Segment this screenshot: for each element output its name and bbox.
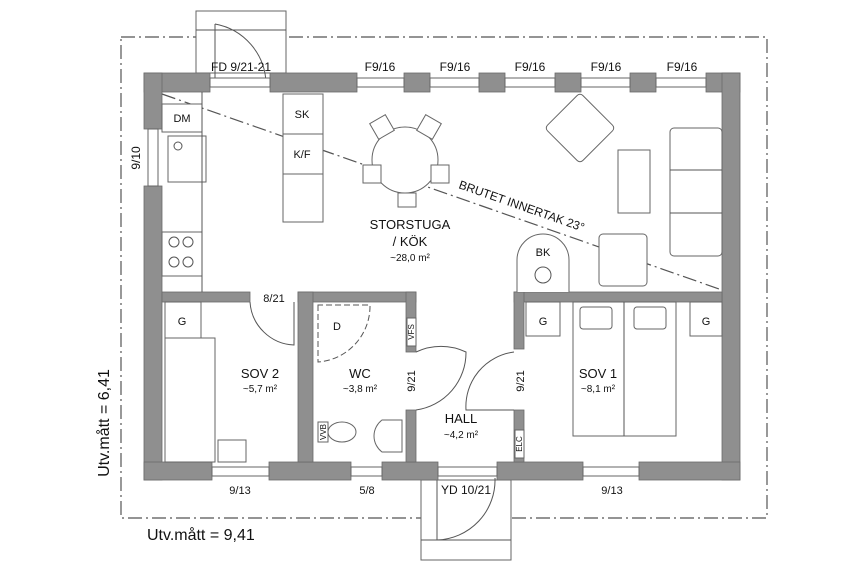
room-area-storstuga: ~28,0 m² <box>390 253 430 264</box>
living-furniture <box>516 93 723 292</box>
bottom-wc-window-label: 5/8 <box>359 485 374 497</box>
room-name-wc: WC <box>349 366 371 381</box>
shower-label: D <box>333 321 341 333</box>
window-label-2: F9/16 <box>440 60 471 74</box>
entry-door-yd <box>420 477 512 561</box>
bed <box>164 337 216 463</box>
room-name-sov1: SOV 1 <box>579 366 617 381</box>
dishwasher <box>161 103 203 133</box>
window-label-5: F9/16 <box>667 60 698 74</box>
wardrobe-sov1-left-label: G <box>539 316 548 328</box>
fridge-label: K/F <box>293 149 310 161</box>
window-label-1: F9/16 <box>365 60 396 74</box>
ceiling-note: BRUTET INNERTAK 23° <box>457 178 587 235</box>
room-name-kok: / KÖK <box>393 234 428 249</box>
ventilation-label: VFS <box>407 324 416 340</box>
room-name-hall: HALL <box>445 411 478 426</box>
bottom-left-window-label: 9/13 <box>229 485 250 497</box>
stove-bk <box>516 233 570 292</box>
left-window-label: 9/10 <box>129 146 143 170</box>
window-label-3: F9/16 <box>515 60 546 74</box>
wardrobe-sov2-label: G <box>178 316 187 328</box>
wardrobe-sov1-right-label: G <box>702 316 711 328</box>
sov2-furniture <box>164 301 247 463</box>
wc-door-label: 9/21 <box>406 370 418 391</box>
cabinet-sk <box>282 93 324 135</box>
dining-table <box>362 114 450 208</box>
bottom-right-window-label: 9/13 <box>601 485 622 497</box>
top-door-fd <box>195 10 287 84</box>
vfs-panel <box>406 317 417 347</box>
height-dimension-label: Utv.mått = 6,41 <box>95 369 113 477</box>
sink-icon <box>167 135 207 183</box>
sov1-door-label: 9/21 <box>515 370 527 391</box>
room-name-storstuga: STORSTUGA <box>370 217 451 232</box>
elc-panel <box>514 429 525 459</box>
room-name-sov2: SOV 2 <box>241 366 279 381</box>
electrical-label: ELC <box>515 436 524 452</box>
sov2-door-label: 8/21 <box>263 293 284 305</box>
room-area-wc: ~3,8 m² <box>343 384 378 395</box>
dishwasher-label: DM <box>173 113 190 125</box>
stove-top-icon <box>161 231 203 277</box>
window-label-4: F9/16 <box>591 60 622 74</box>
outer-walls <box>143 72 741 481</box>
interior-doors <box>249 301 515 411</box>
width-dimension-label: Utv.mått = 9,41 <box>147 526 255 544</box>
top-door-label: FD 9/21-21 <box>211 60 271 74</box>
wc-fixtures <box>317 304 417 453</box>
sov1-furniture <box>514 301 723 459</box>
room-area-hall: ~4,2 m² <box>444 430 479 441</box>
room-area-sov1: ~8,1 m² <box>581 384 616 395</box>
stove-label: BK <box>536 247 551 259</box>
windows <box>147 77 707 477</box>
room-area-sov2: ~5,7 m² <box>243 384 278 395</box>
ceiling-break-line <box>161 93 723 291</box>
heater-label: VVB <box>319 424 328 440</box>
entry-door-label: YD 10/21 <box>441 483 491 497</box>
cabinet-label: SK <box>295 109 310 121</box>
kitchen <box>161 92 324 292</box>
